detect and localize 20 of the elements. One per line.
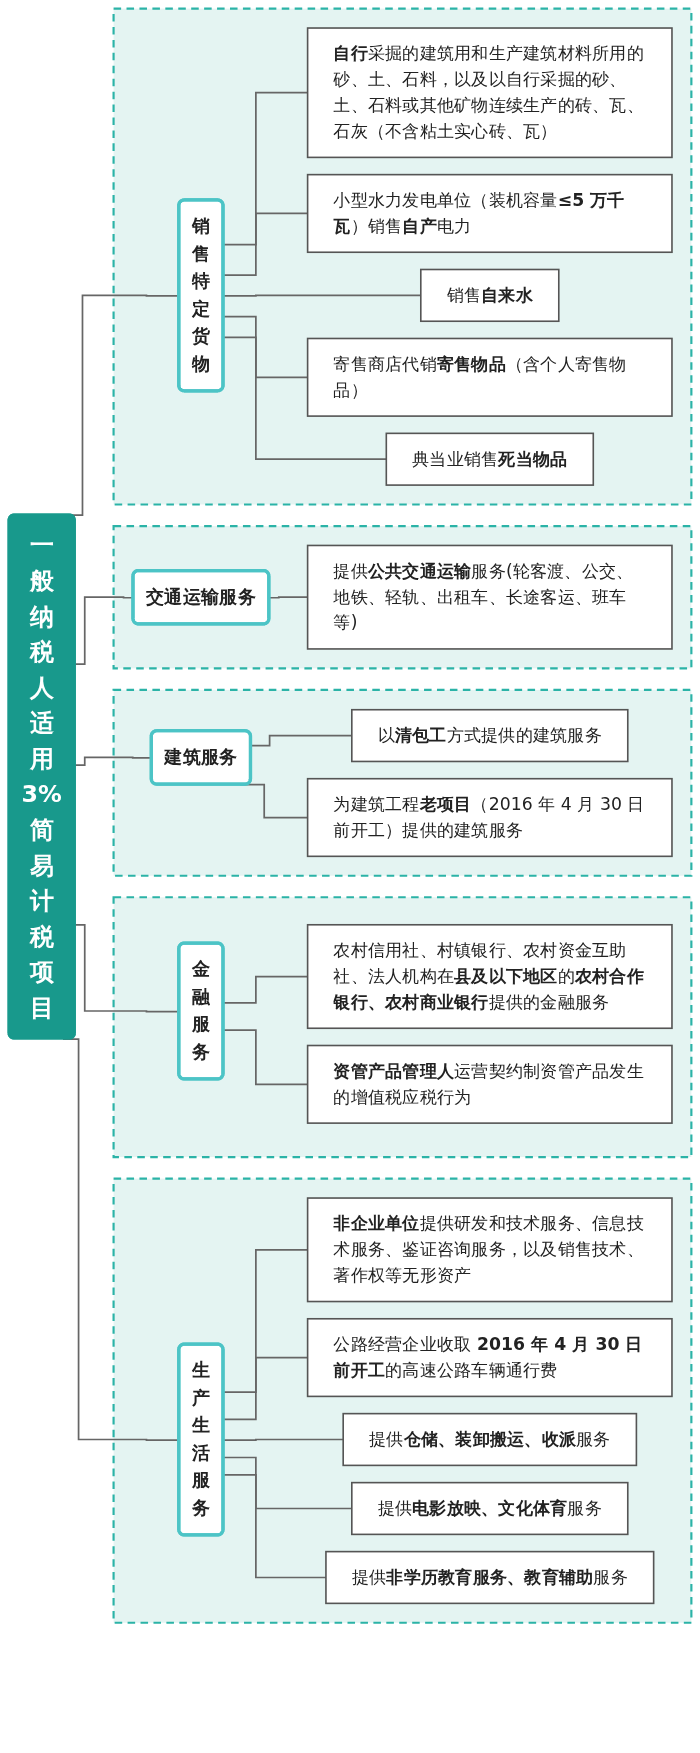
cluster [112,1177,693,1624]
node-box: 为建筑工程老项目（2016 年 4 月 30 日前开工）提供的建筑服务 [306,777,673,858]
node-box: 以清包工方式提供的建筑服务 [351,708,629,763]
node-box: 自行采掘的建筑用和生产建筑材料所用的砂、土、石料，以及以自行采掘的砂、土、石料或其他矿物连续生产的砖、瓦、石灰（不含粘土实心砖、瓦） [306,27,673,159]
node-box: 提供公共交通运输服务(轮客渡、公交、地铁、轻轨、出租车、长途客运、班车等) [306,544,673,650]
node-box: 提供非学历教育服务、教育辅助服务 [325,1550,655,1605]
node-box: 非企业单位提供研发和技术服务、信息技术服务、鉴证咨询服务，以及销售技术、著作权等无形资产 [306,1197,673,1303]
cluster [112,7,693,506]
cluster [112,688,693,877]
node-box: 农村信用社、村镇银行、农村资金互助社、法人机构在县及以下地区的农村合作银行、农村商业银行提供的金融服务 [306,923,673,1030]
node-box: 小型水力发电单位（装机容量≤5 万千瓦）销售自产电力 [306,173,673,254]
cluster [112,524,693,670]
node-box: 典当业销售死当物品 [385,432,595,486]
node-box: 提供仓储、装卸搬运、收派服务 [342,1412,638,1467]
node-box: 寄售商店代销寄售物品（含个人寄售物品） [306,337,673,417]
node-box: 公路经营企业收取 2016 年 4 月 30 日前开工的高速公路车辆通行费 [306,1317,673,1398]
node-box: 资管产品管理人运营契约制资管产品发生的增值税应税行为 [306,1044,673,1124]
cluster [112,896,693,1159]
node-box: 提供电影放映、文化体育服务 [351,1481,629,1536]
node-box: 销售自来水 [420,268,560,323]
